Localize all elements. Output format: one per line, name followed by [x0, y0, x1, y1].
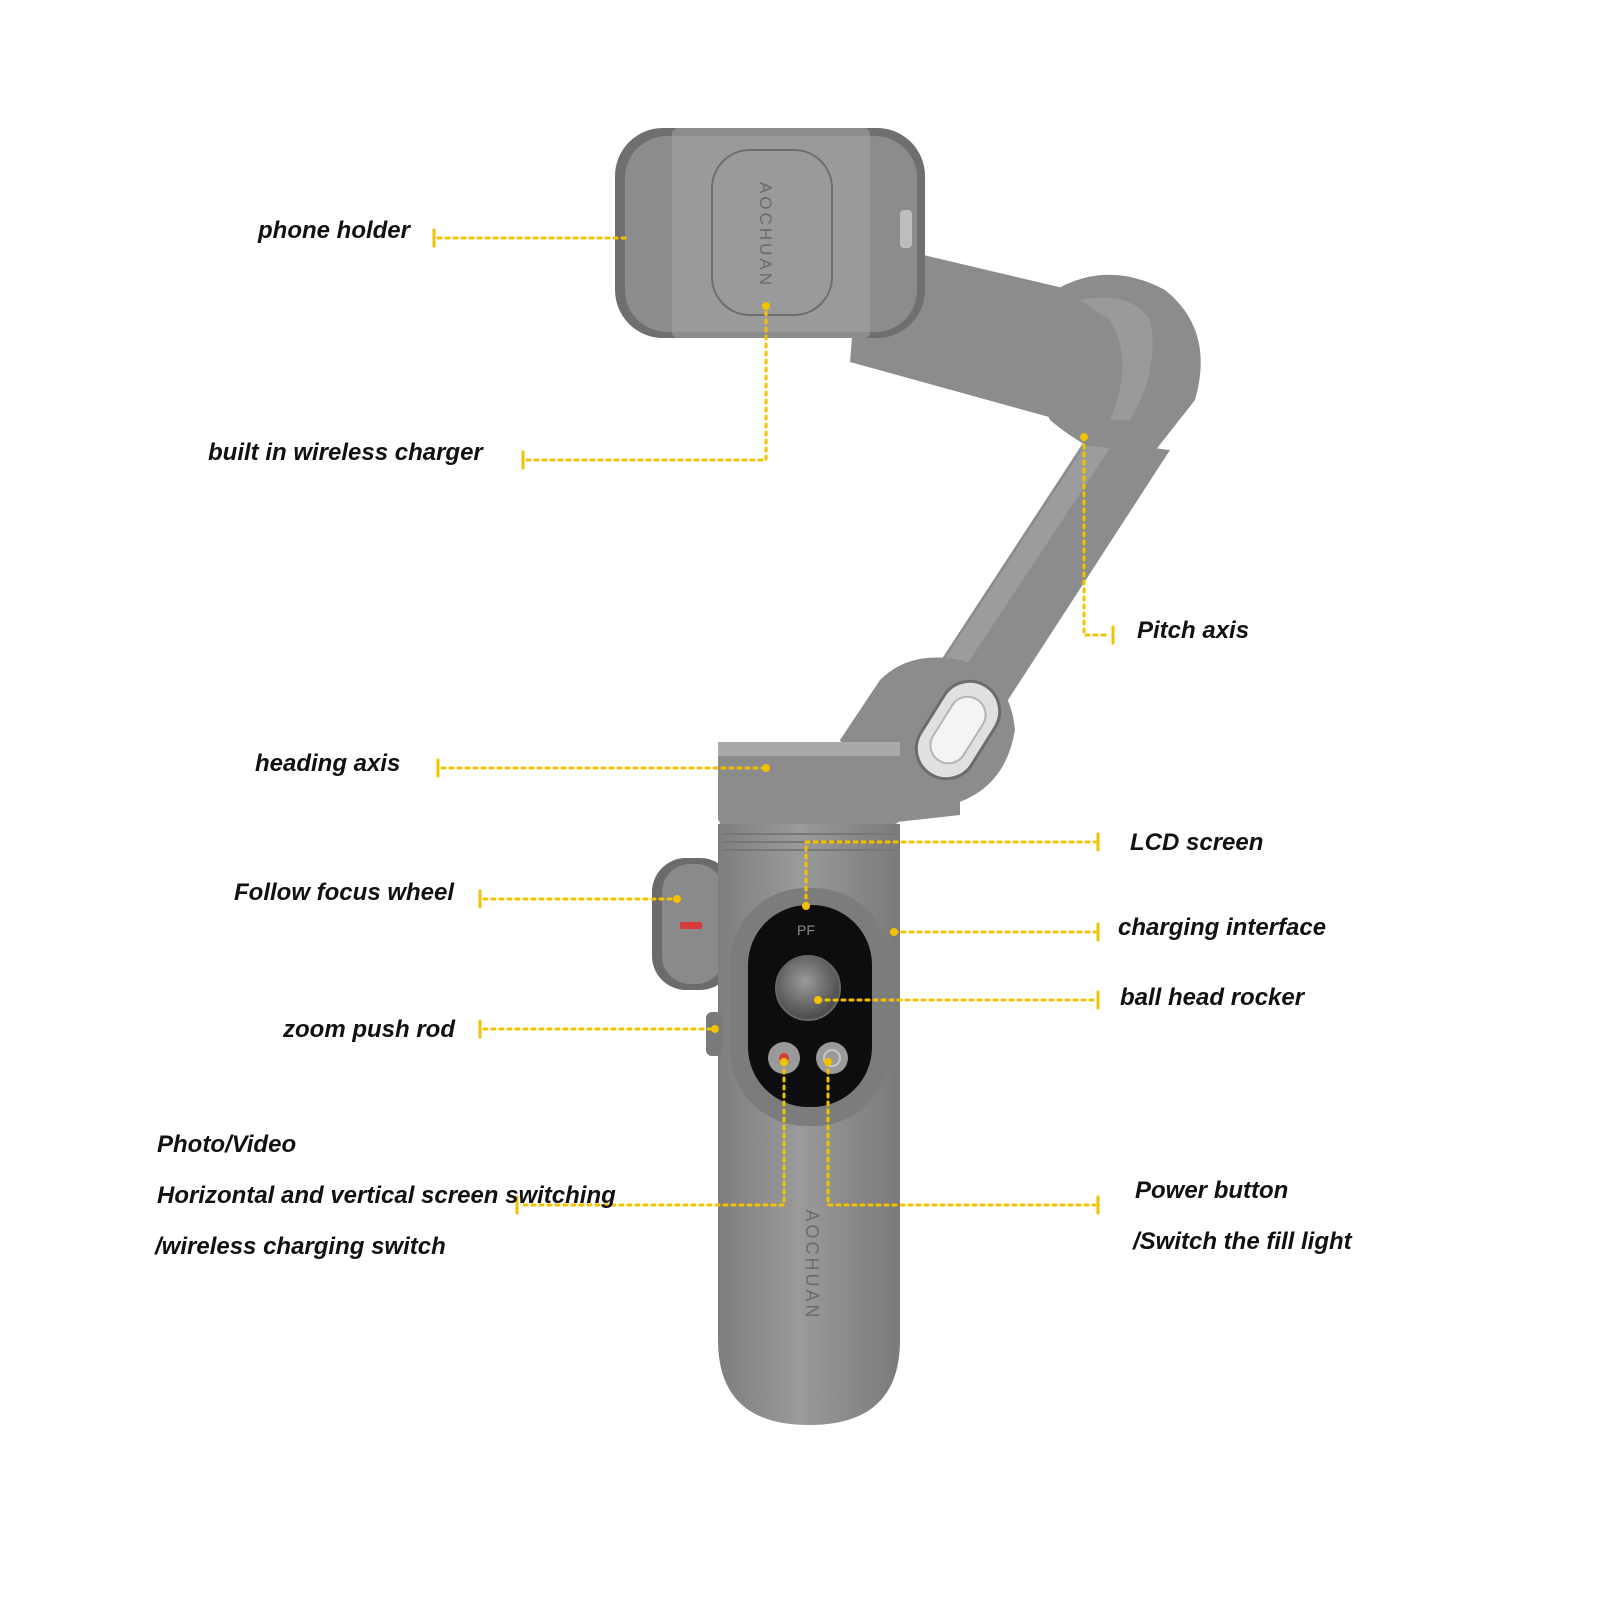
label-wireless-charger: built in wireless charger — [208, 441, 483, 465]
label-follow-focus-wheel: Follow focus wheel — [234, 881, 454, 905]
label-power-button: Power button — [1135, 1179, 1288, 1203]
gimbal-illustration: AOCHUAN PF AOCHUAN — [615, 128, 1201, 1425]
label-pitch-axis: Pitch axis — [1137, 619, 1249, 643]
label-zoom-push-rod: zoom push rod — [283, 1018, 455, 1042]
label-charging-interface: charging interface — [1118, 916, 1326, 940]
leader-charging-interface — [890, 924, 1098, 940]
ball-head-rocker[interactable] — [776, 956, 840, 1020]
handle-brand-text: AOCHUAN — [802, 1209, 822, 1320]
label-photo-video: Photo/Video — [157, 1133, 296, 1157]
leader-follow-focus-wheel — [480, 891, 681, 907]
leader-zoom-push-rod — [480, 1021, 719, 1037]
power-button[interactable] — [816, 1042, 848, 1074]
label-lcd-screen: LCD screen — [1130, 831, 1263, 855]
label-fill-light-switch: /Switch the fill light — [1133, 1230, 1352, 1254]
label-phone-holder: phone holder — [258, 219, 410, 243]
zoom-push-rod[interactable] — [706, 1012, 722, 1056]
heading-motor-top — [718, 742, 900, 756]
leader-phone-holder — [434, 230, 630, 246]
label-screen-switching: Horizontal and vertical screen switching — [157, 1184, 616, 1208]
lcd-mode-text: PF — [797, 922, 815, 938]
holder-brand-text: AOCHUAN — [756, 182, 775, 288]
label-heading-axis: heading axis — [255, 752, 400, 776]
label-ball-head-rocker: ball head rocker — [1120, 986, 1304, 1010]
label-wireless-charging-switch: /wireless charging switch — [155, 1235, 446, 1259]
